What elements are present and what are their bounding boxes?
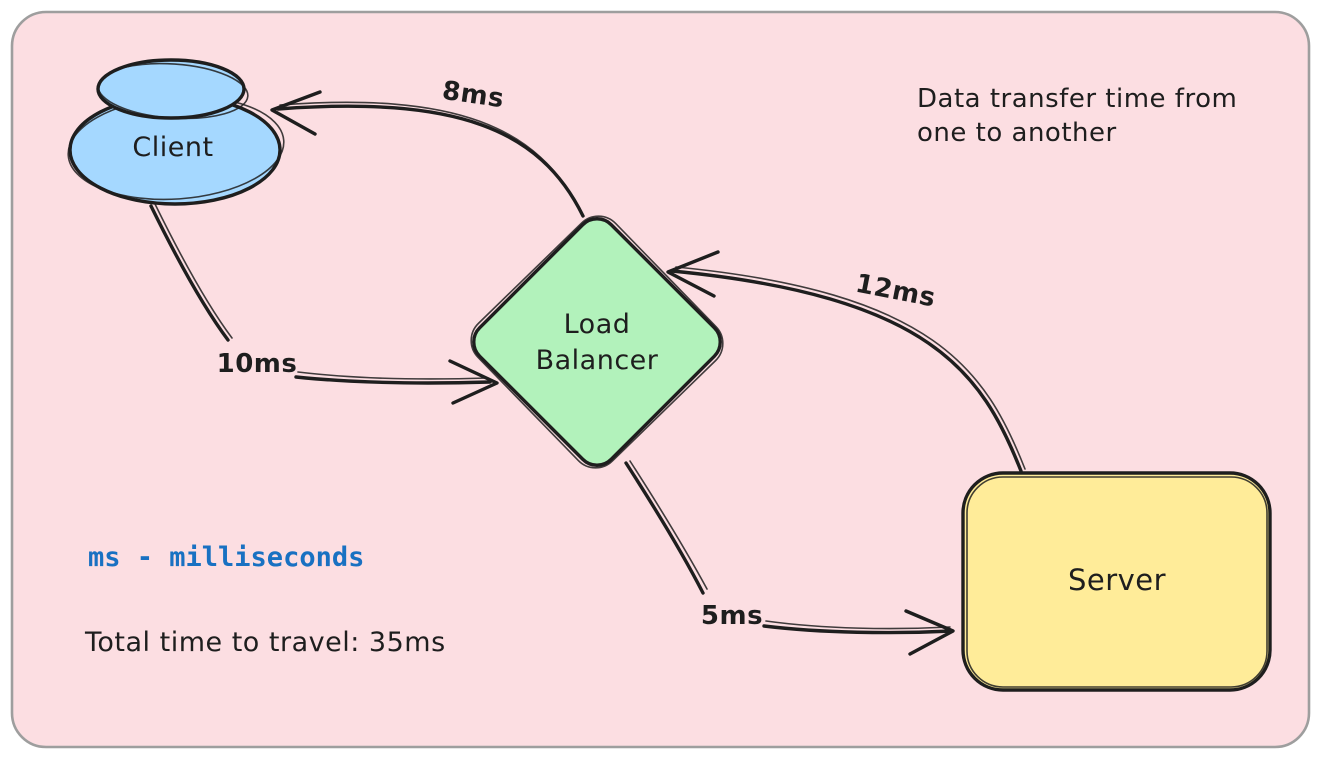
note-line1: Data transfer time from — [917, 84, 1237, 114]
edge-lb-to-client-arrowhead — [270, 90, 322, 136]
edge-server-to-lb: 12ms — [666, 250, 1026, 473]
edge-label-5ms: 5ms — [701, 601, 763, 631]
edge-server-to-lb-arrowhead — [666, 250, 720, 298]
node-server: Server — [961, 471, 1272, 692]
edge-client-to-lb-line-a — [149, 204, 230, 342]
edge-server-to-lb-line — [670, 269, 1023, 473]
legend-ms-milliseconds: ms - milliseconds — [88, 542, 364, 573]
edge-lb-to-server-line-b-echo — [765, 620, 951, 630]
note-line2: one to another — [917, 118, 1117, 148]
server-rect-echo — [966, 476, 1268, 688]
edge-lb-to-server-line-a-echo — [629, 460, 708, 590]
edge-lb-to-client-line-echo — [279, 101, 582, 213]
edge-client-to-lb-line-a-echo — [154, 203, 233, 339]
edge-lb-to-server-line-a — [624, 461, 705, 595]
edge-lb-to-server: 5ms — [624, 460, 955, 656]
total-time-text: Total time to travel: 35ms — [84, 627, 446, 658]
load-balancer-diamond-echo — [470, 215, 724, 469]
client-top-ellipse-echo — [97, 62, 249, 120]
edge-server-to-lb-line-echo — [675, 266, 1026, 470]
note-data-transfer: Data transfer time from one to another — [917, 84, 1237, 148]
load-balancer-label-line1: Load — [564, 309, 631, 340]
edge-client-to-lb: 10ms — [149, 203, 499, 405]
node-client: Client — [67, 58, 285, 206]
edge-label-10ms: 10ms — [217, 349, 298, 379]
node-load-balancer: Load Balancer — [470, 215, 724, 469]
edge-lb-to-server-arrowhead — [904, 609, 955, 656]
load-balancer-label-line2: Balancer — [536, 345, 659, 376]
edge-client-to-lb-line-b-echo — [297, 371, 489, 380]
server-label: Server — [1068, 563, 1166, 597]
server-rect — [961, 471, 1272, 692]
edge-lb-to-server-line-b — [762, 624, 954, 635]
edge-client-to-lb-arrowhead — [448, 359, 499, 405]
client-label: Client — [132, 132, 213, 163]
edge-client-to-lb-line-b — [294, 375, 492, 385]
load-balancer-diamond — [472, 217, 722, 467]
